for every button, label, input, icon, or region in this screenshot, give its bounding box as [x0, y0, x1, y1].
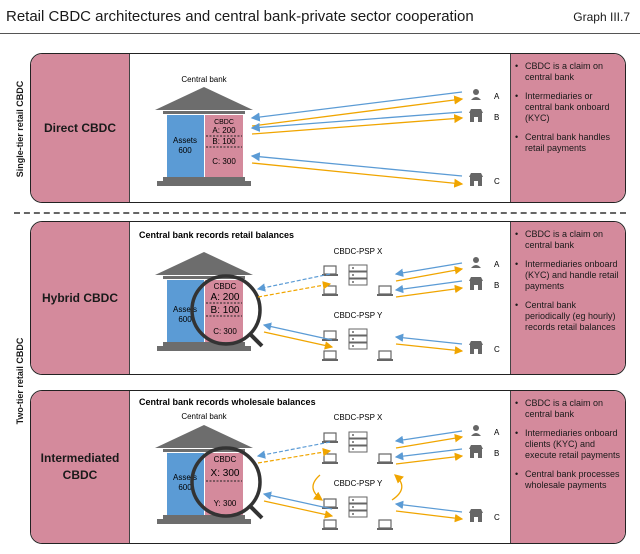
- user-c-label: C: [494, 345, 500, 354]
- assets-label: Assets: [173, 473, 197, 482]
- person-icon: [471, 425, 481, 436]
- user-b-label: B: [494, 281, 499, 290]
- cbdc-label: CBDC: [214, 282, 237, 291]
- shop-icon: [469, 173, 483, 186]
- psp-y-label: CBDC-PSP Y: [334, 311, 383, 320]
- central-bank-building: Central bank Assets 600 CBDC X: 300 Y: 3…: [155, 412, 264, 524]
- liability-c: C: 300: [212, 157, 236, 166]
- assets-label: Assets: [173, 136, 197, 145]
- liability-b: B: 100: [212, 137, 236, 146]
- shop-icon: [469, 277, 483, 290]
- user-b-label: B: [494, 113, 499, 122]
- bullet: Central bank processes wholesale payment…: [515, 469, 621, 491]
- user-a-label: A: [494, 92, 500, 101]
- header-rule: [0, 33, 640, 34]
- shop-icon: [469, 109, 483, 122]
- assets-value: 600: [178, 146, 192, 155]
- magnifier-icon: [190, 274, 262, 346]
- bullet: CBDC is a claim on central bank: [515, 229, 621, 251]
- cbdc-label: CBDC: [214, 455, 237, 464]
- bullet: Central bank handles retail payments: [515, 132, 621, 154]
- psp-y-label: CBDC-PSP Y: [334, 479, 383, 488]
- bullet: Central bank periodically (eg hourly) re…: [515, 300, 621, 333]
- psp-x-node: CBDC-PSP X: [321, 413, 394, 465]
- payment-arrows: [256, 262, 464, 355]
- assets-box: [167, 115, 204, 177]
- panel-bullets: CBDC is a claim on central bank Intermed…: [510, 54, 625, 202]
- payment-arrows: [256, 430, 464, 523]
- shop-icon: [469, 509, 483, 522]
- liability-x: X: 300: [211, 468, 240, 479]
- user-a-label: A: [494, 428, 500, 437]
- psp-x-label: CBDC-PSP X: [334, 247, 383, 256]
- payment-arrows: [250, 91, 464, 188]
- graph-title: Retail CBDC architectures and central ba…: [6, 8, 474, 25]
- user-c-label: C: [494, 177, 500, 186]
- bullet: CBDC is a claim on central bank: [515, 61, 621, 83]
- tier-divider: [14, 212, 626, 214]
- psp-x-label: CBDC-PSP X: [334, 413, 383, 422]
- panel-bullets: CBDC is a claim on central bank Intermed…: [510, 222, 625, 374]
- central-bank-building: Central bank Assets 600 CBDC A: 200 B: 1…: [155, 75, 253, 186]
- graph-number: Graph III.7: [573, 10, 630, 24]
- bullet: Intermediaries onboard (KYC) and handle …: [515, 259, 621, 292]
- central-bank-building: Assets 600 CBDC A: 200 B: 100 C: 300: [155, 252, 264, 351]
- user-b-label: B: [494, 449, 499, 458]
- assets-value: 600: [178, 483, 192, 492]
- liability-a: A: 200: [211, 292, 240, 303]
- liability-b: B: 100: [211, 305, 240, 316]
- person-icon: [471, 257, 481, 268]
- psp-y-node: CBDC-PSP Y: [321, 311, 394, 362]
- liabilities-box: [205, 280, 243, 342]
- bank-label: Central bank: [181, 75, 227, 84]
- assets-label: Assets: [173, 305, 197, 314]
- bullet: CBDC is a claim on central bank: [515, 398, 621, 420]
- liability-c: C: 300: [213, 327, 237, 336]
- bank-label: Central bank: [181, 412, 227, 421]
- psp-x-node: CBDC-PSP X: [321, 247, 394, 297]
- liability-y: Y: 300: [214, 499, 237, 508]
- user-a-label: A: [494, 260, 500, 269]
- shop-icon: [469, 341, 483, 354]
- cbdc-label: CBDC: [214, 119, 234, 126]
- assets-value: 600: [178, 315, 192, 324]
- magnifier-icon: [190, 446, 262, 518]
- panel-title: Direct CBDC: [31, 54, 130, 202]
- user-c-label: C: [494, 513, 500, 522]
- shop-icon: [469, 445, 483, 458]
- liabilities-box: [205, 453, 243, 515]
- psp-y-node: CBDC-PSP Y: [321, 479, 394, 531]
- panel-bullets: CBDC is a claim on central bank Intermed…: [510, 391, 625, 543]
- person-icon: [471, 89, 481, 100]
- panel-title: Hybrid CBDC: [31, 222, 130, 374]
- panel-caption: Central bank records retail balances: [139, 230, 294, 240]
- bullet: Intermediaries onboard clients (KYC) and…: [515, 428, 621, 461]
- liability-a: A: 200: [212, 126, 236, 135]
- liabilities-box: [205, 115, 243, 177]
- panel-caption: Central bank records wholesale balances: [139, 397, 316, 407]
- bullet: Intermediaries or central bank onboard (…: [515, 91, 621, 124]
